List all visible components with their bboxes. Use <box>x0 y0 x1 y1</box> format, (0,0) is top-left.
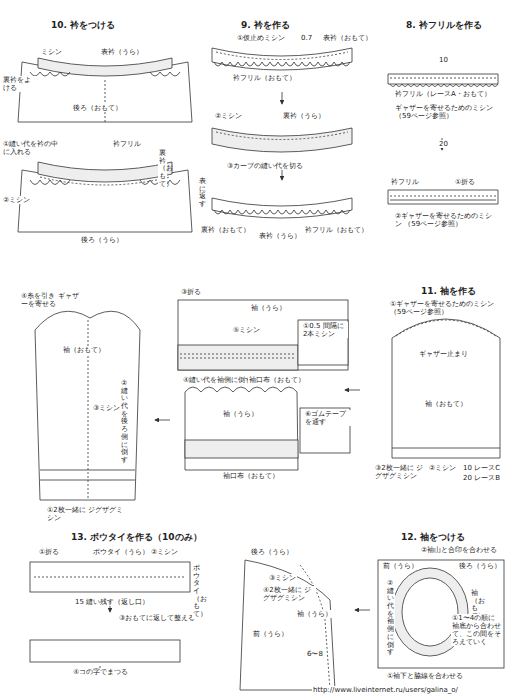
callout-label: ③おもてに返して整える <box>118 614 196 622</box>
callout-label: 表衿（うら） <box>258 232 302 240</box>
callout-label: 袖（うら） <box>250 304 287 312</box>
callout-label: ①ギャザーを寄せるためのミシン （59ページ参照） <box>389 300 503 316</box>
callout-label: ④2枚一緒に ジグザグミシン <box>262 586 316 602</box>
callout-label: 袖口布（おもて） <box>248 376 306 384</box>
callout-label: ④縫い代を袖側に倒す <box>182 376 253 384</box>
callout-label: ②縫い代を後ろ側に倒す <box>120 380 129 465</box>
callout-label: ボウタイ（おもて） <box>192 565 201 619</box>
callout-label: ⑤ミシン <box>232 326 261 334</box>
callout-label: ③折る <box>180 288 202 296</box>
callout-label: ①折る <box>38 548 60 556</box>
callout-label: ①0.5 間隔に 2本ミシン <box>302 322 348 338</box>
step-heading: 13. ボウタイを作る（10のみ） <box>70 532 203 542</box>
callout-label: ミシン <box>40 48 63 56</box>
callout-label: ②ミシン <box>428 464 457 472</box>
callout-label: 袖（おもて） <box>424 400 468 408</box>
step-heading: 9. 衿を作る <box>240 20 291 30</box>
callout-label: 前（うら） <box>252 630 289 638</box>
callout-label: 後ろ（うら） <box>250 548 294 556</box>
callout-label: 袖口布（おもて） <box>222 472 280 480</box>
callout-label: ④コの字でまつる <box>72 668 129 676</box>
step-heading: 10. 衿をつける <box>50 20 116 30</box>
callout-label: ①折る <box>454 178 476 186</box>
callout-label: ②ギャザーを寄せるためのミシン （59ページ参照） <box>394 212 496 228</box>
callout-label: 裏衿（おもて） <box>200 226 251 234</box>
callout-label: 衿フリル <box>112 140 142 148</box>
callout-label: 衿フリル（おもて） <box>304 226 369 234</box>
step-heading: 12. 袖をつける <box>400 532 466 542</box>
callout-label: ③ミシン <box>268 574 297 582</box>
callout-label: ①袖下と脇線を合わせる <box>386 672 464 680</box>
callout-label: ギャザー止まり <box>418 350 469 358</box>
callout-label: 10 <box>438 56 449 64</box>
callout-label: 15 縫い残す（返し口） <box>74 598 150 606</box>
callout-label: 0.7 <box>300 34 313 42</box>
callout-label: ③カーブの縫い代を切る <box>226 162 304 170</box>
callout-label: 袖（おもて） <box>62 346 106 354</box>
callout-label: ①仮止めミシン <box>236 34 286 42</box>
callout-label: 裏衿（うら） <box>282 112 326 120</box>
callout-label: ②ミシン <box>214 112 243 120</box>
callout-label: 後ろ（うら） <box>80 236 124 244</box>
callout-label: ②ミシン <box>2 196 31 204</box>
callout-label: http://www.liveinternet.ru/users/galina_… <box>312 686 459 694</box>
callout-label: ボウタイ（うら） <box>92 548 150 556</box>
callout-label: 20 レースB <box>462 474 501 482</box>
callout-label: ②ミシン <box>150 548 179 556</box>
callout-label: ①1〜4の順に袖底から合わせて、この間をそろえていく <box>451 614 503 646</box>
callout-label: ②袖山と合印を合わせる <box>420 546 498 554</box>
callout-label: 袖（うら） <box>296 610 333 618</box>
callout-label: 10 レースC <box>462 464 501 472</box>
callout-label: 6〜8 <box>306 650 324 658</box>
callout-label: 衿フリル <box>390 178 420 186</box>
callout-label: ④糸を引き ギャザーを寄せる <box>20 292 82 308</box>
callout-label: 衿フリル（おもて） <box>232 74 297 82</box>
callout-label: 表衿（うら） <box>100 48 144 56</box>
callout-label: 表に返す <box>198 178 207 209</box>
callout-label: 後ろ（おもて） <box>72 104 123 112</box>
callout-label: 前（うら） <box>382 562 419 570</box>
callout-label: ③ミシン <box>92 404 121 412</box>
callout-label: 表衿（おもて） <box>322 34 373 42</box>
step-heading: 11. 袖を作る <box>420 286 477 296</box>
callout-label: ②縫い代を袖側に倒す <box>386 580 395 657</box>
callout-label: 衿フリル（レースA・おもて） <box>394 90 492 98</box>
callout-label: 袖（うら） <box>222 410 259 418</box>
callout-label: ギャザーを寄せるためのミシン （59ページ参照） <box>394 104 496 120</box>
callout-label: 裏衿をよける <box>2 76 38 92</box>
callout-label: ⑥ゴムテープを通す <box>304 410 352 426</box>
callout-label: 裏衿（おもて） <box>158 150 167 188</box>
callout-label: 後ろ（うら） <box>458 562 502 570</box>
callout-label: ③2枚一緒に ジグザグミシン <box>374 464 426 480</box>
step-heading: 8. 衿フリルを作る <box>405 20 483 30</box>
callout-label: ①縫い代を衿の中に入れる <box>2 140 64 156</box>
callout-label: 20 <box>438 140 449 148</box>
callout-label: ①2枚一緒に ジグザグミシン <box>46 506 128 522</box>
